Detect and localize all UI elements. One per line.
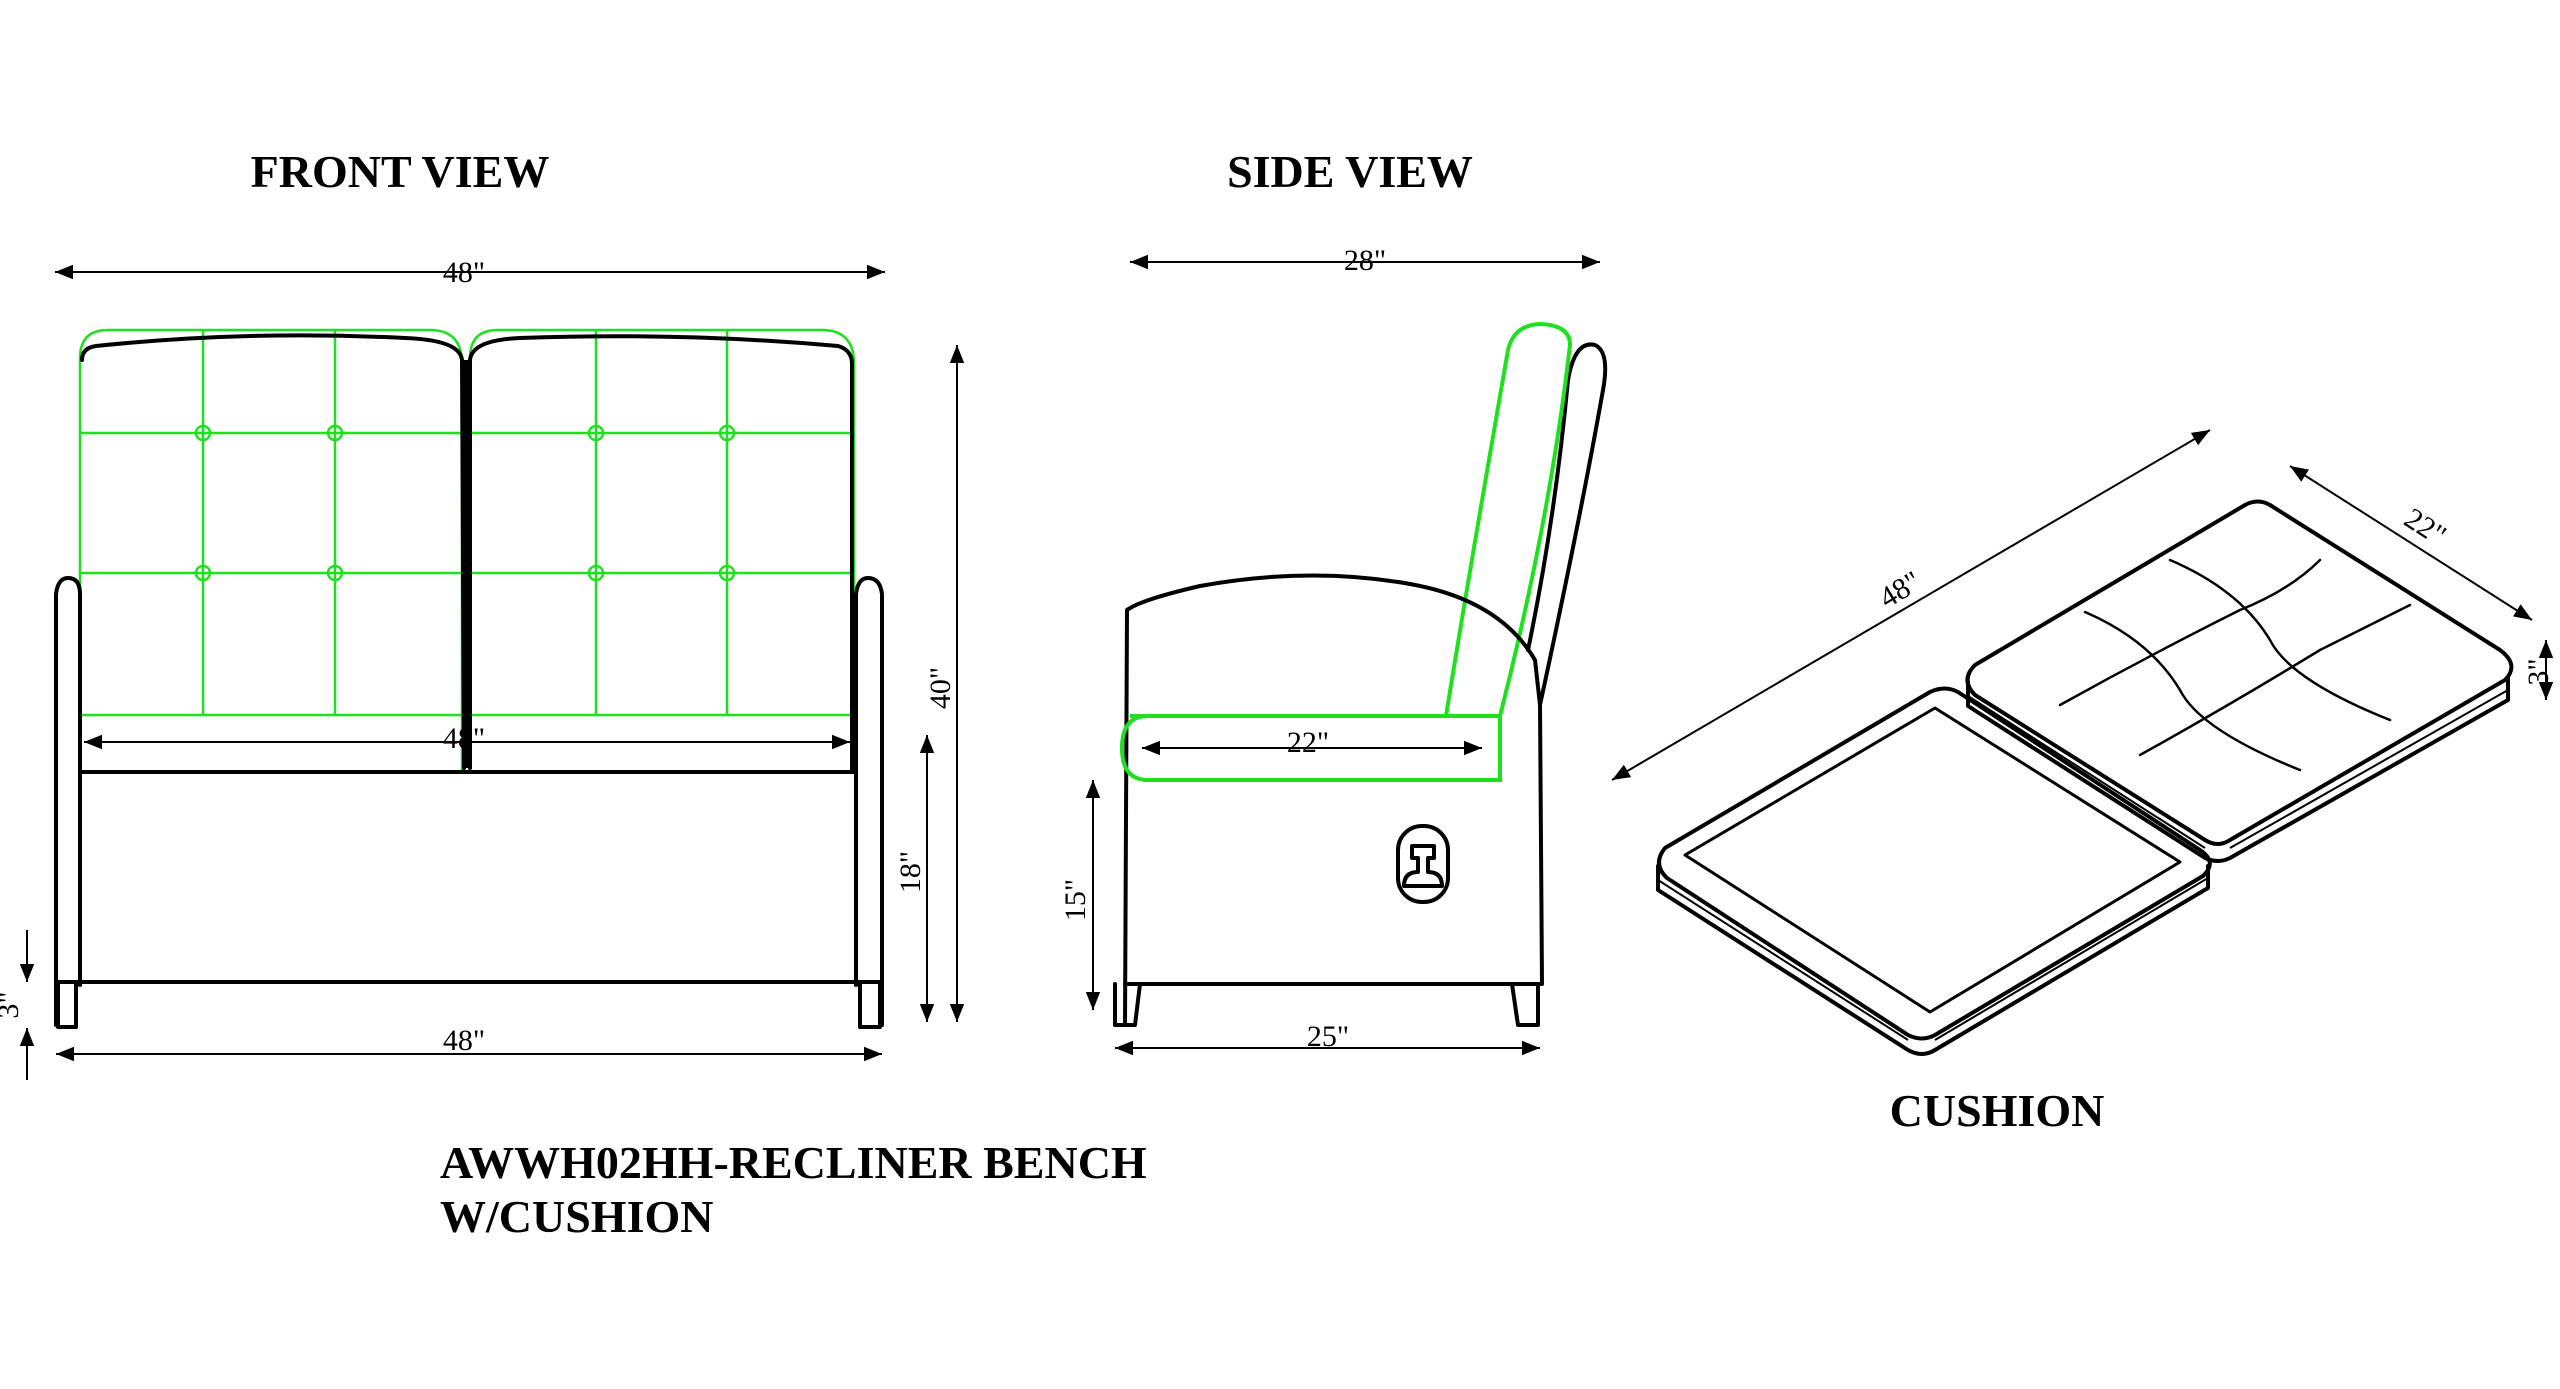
recline-handle xyxy=(1396,824,1450,904)
cushion-drawing xyxy=(1611,429,2554,1056)
cushion-thickness-dim-label: 3" xyxy=(2522,658,2555,685)
front-bottom-dim-label: 48" xyxy=(443,1024,485,1057)
left-arm xyxy=(54,576,82,1027)
front-seat-height-dim-label: 18" xyxy=(894,851,927,893)
front-view-drawing xyxy=(19,264,965,1080)
cushion-seat-top xyxy=(1657,686,2212,1041)
front-seat-dim-label: 48" xyxy=(443,722,485,755)
left-back-cushion xyxy=(78,328,464,774)
right-arm xyxy=(854,576,884,1027)
cushion-title: CUSHION xyxy=(1890,1085,2105,1136)
front-left-leg xyxy=(56,980,78,1029)
cushion-back-top xyxy=(1965,499,2514,846)
front-view-title: FRONT VIEW xyxy=(251,146,550,197)
right-back-cushion xyxy=(468,328,856,774)
product-name-line1: AWWH02HH-RECLINER BENCH xyxy=(440,1137,1147,1188)
side-view-drawing xyxy=(1085,254,1608,1056)
front-height-dim-label: 40" xyxy=(924,667,957,709)
side-bottom-dim-label: 25" xyxy=(1307,1020,1349,1053)
product-name-line2: W/CUSHION xyxy=(440,1191,713,1242)
cushion-width-dim-label: 22" xyxy=(2398,502,2451,553)
cushion-length-dim-label: 48" xyxy=(1874,565,1927,615)
front-leg-dim-label: 3" xyxy=(0,991,25,1018)
front-right-leg xyxy=(858,980,882,1029)
side-view-title: SIDE VIEW xyxy=(1227,146,1473,197)
side-top-dim-label: 28" xyxy=(1344,244,1386,277)
left-back-frame xyxy=(80,333,466,770)
right-back-frame xyxy=(468,334,854,774)
side-back-frame xyxy=(1526,342,1608,707)
side-back-cushion xyxy=(1444,321,1573,717)
front-top-dim-label: 48" xyxy=(443,256,485,289)
side-arm-height-dim-label: 15" xyxy=(1059,879,1092,921)
side-seat-dim-label: 22" xyxy=(1287,726,1329,759)
side-body xyxy=(1123,573,1544,1027)
side-seat-cushion xyxy=(1119,714,1502,782)
tufting-grid xyxy=(80,330,854,715)
